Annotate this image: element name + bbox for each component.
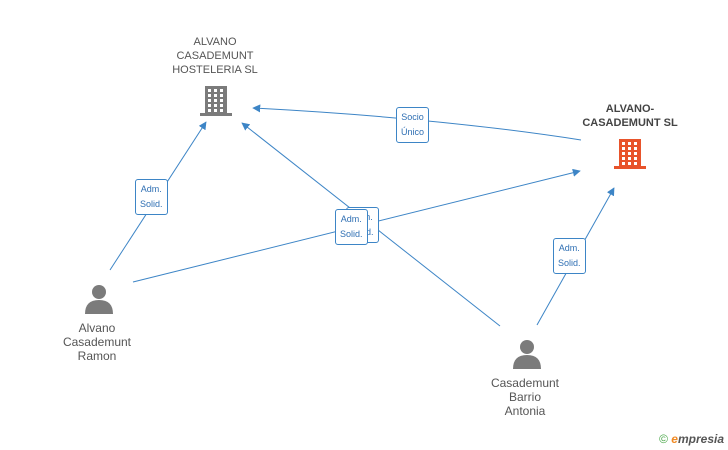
edge-label-line: Adm. [140, 184, 162, 194]
label-line: Casademunt [490, 376, 560, 390]
edge-label-line: Solid. [340, 229, 363, 239]
logo-text: mpresia [677, 432, 724, 446]
label-line: ALVANO- [605, 103, 655, 115]
edge-label-socio-unico[interactable]: Socio Único [396, 107, 430, 143]
casademunt-sl-building-icon[interactable] [614, 139, 646, 169]
label-line: Ramon [77, 349, 117, 363]
antonia-person-icon[interactable] [513, 340, 541, 369]
empresia-logo: empresia [671, 432, 724, 446]
edge-label-adm-solid-ramon-casademunt[interactable]: Adm. Solid. [335, 209, 368, 245]
hosteleria-building-icon[interactable] [200, 86, 232, 116]
edge-label-adm-solid-ramon-hosteleria[interactable]: Adm. Solid. [135, 179, 168, 215]
label-line: CASADEMUNT [176, 50, 254, 62]
label-line: ALVANO [193, 36, 237, 48]
label-line: Barrio [508, 390, 541, 404]
copyright-symbol: © [659, 432, 668, 446]
edge-label-adm-solid-antonia-casademunt[interactable]: Adm. Solid. [553, 238, 586, 274]
label-line: Alvano [78, 321, 116, 335]
label-line: HOSTELERIA SL [172, 64, 258, 76]
node-label-casademunt-sl[interactable]: ALVANO- CASADEMUNT SL [560, 102, 700, 130]
edge-label-line: Único [401, 127, 425, 137]
edge-label-line: Socio [401, 112, 424, 122]
edge-label-line: Adm. [558, 243, 580, 253]
node-label-ramon[interactable]: Alvano Casademunt Ramon [47, 321, 147, 363]
node-label-antonia[interactable]: Casademunt Barrio Antonia [475, 376, 575, 418]
label-line: CASADEMUNT SL [582, 117, 678, 129]
logo-initial: e [671, 432, 678, 446]
edge-label-line: Solid. [558, 258, 581, 268]
ramon-person-icon[interactable] [85, 285, 113, 314]
edge-label-line: Adm. [340, 214, 362, 224]
edge-label-line: Solid. [140, 199, 163, 209]
node-label-hosteleria[interactable]: ALVANO CASADEMUNT HOSTELERIA SL [150, 35, 280, 77]
footer-brand[interactable]: © empresia [659, 432, 724, 446]
label-line: Casademunt [62, 335, 132, 349]
label-line: Antonia [504, 404, 546, 418]
